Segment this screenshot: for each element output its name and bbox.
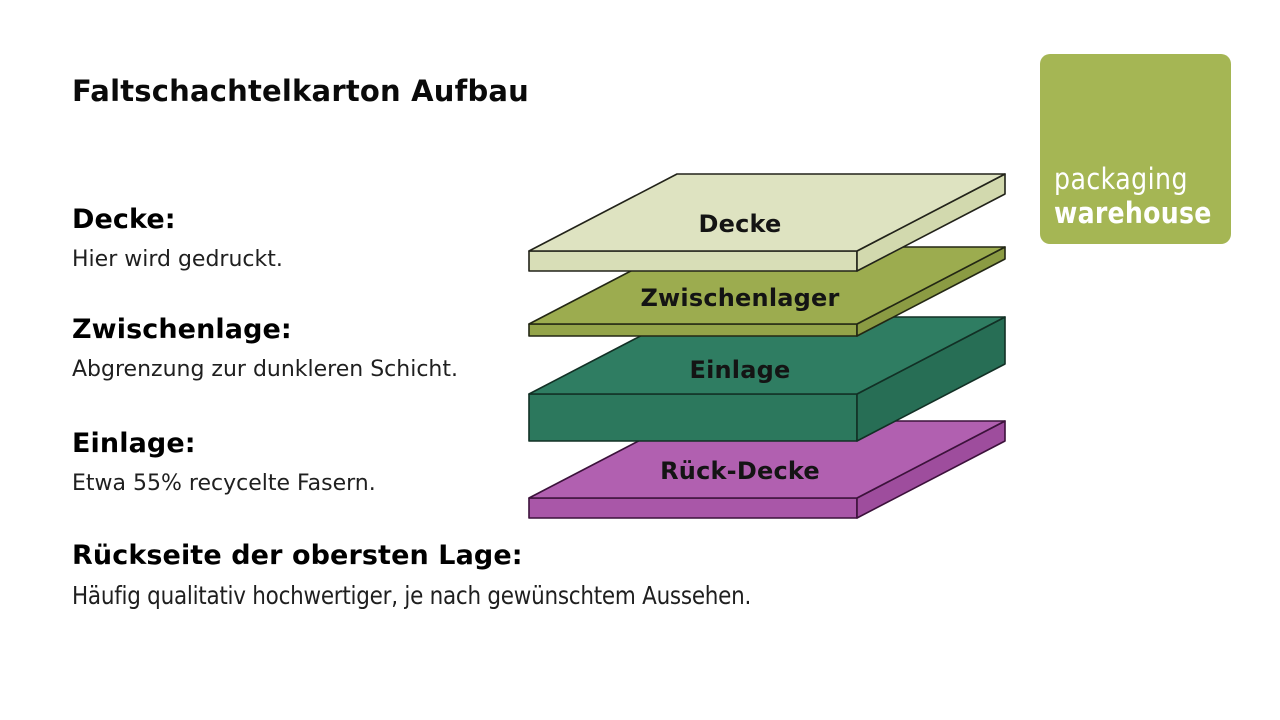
page-title: Faltschachtelkarton Aufbau [72,74,530,108]
rueck-decke-front-face [528,497,858,519]
logo-line1: packaging [1054,162,1188,196]
section-rueckseite: Rückseite der obersten Lage: Häufig qual… [72,539,862,612]
section-description: Häufig qualitativ hochwertiger, je nach … [72,582,862,612]
decke-front-face [528,250,858,272]
layer-decke: Decke [528,173,1006,272]
section-einlage: Einlage: Etwa 55% recycelte Fasern. [72,427,376,498]
einlage-front-face [528,393,858,442]
zwischenlager-front-face [528,323,858,337]
section-description: Abgrenzung zur dunkleren Schicht. [72,357,458,382]
section-heading: Einlage: [72,428,196,459]
rueck-decke-label: Rück-Decke [660,457,820,485]
decke-top-face [528,173,1006,252]
section-zwischenlage: Zwischenlage: Abgrenzung zur dunkleren S… [72,313,458,384]
logo-text: packaging warehouse [1054,165,1235,228]
logo-line2: warehouse [1054,196,1212,230]
section-heading: Zwischenlage: [72,314,292,345]
section-description-text: Häufig qualitativ hochwertiger, je nach … [72,581,752,610]
section-description: Etwa 55% recycelte Fasern. [72,471,376,496]
einlage-label: Einlage [690,356,791,384]
section-description: Hier wird gedruckt. [72,247,283,272]
packaging-warehouse-logo: packaging warehouse [1040,54,1231,244]
layer-einlage: Einlage [528,316,1006,442]
zwischenlager-label: Zwischenlager [640,284,839,312]
section-heading: Rückseite der obersten Lage: [72,540,523,571]
decke-label: Decke [698,210,781,238]
section-decke: Decke: Hier wird gedruckt. [72,203,283,274]
section-heading: Decke: [72,204,176,235]
